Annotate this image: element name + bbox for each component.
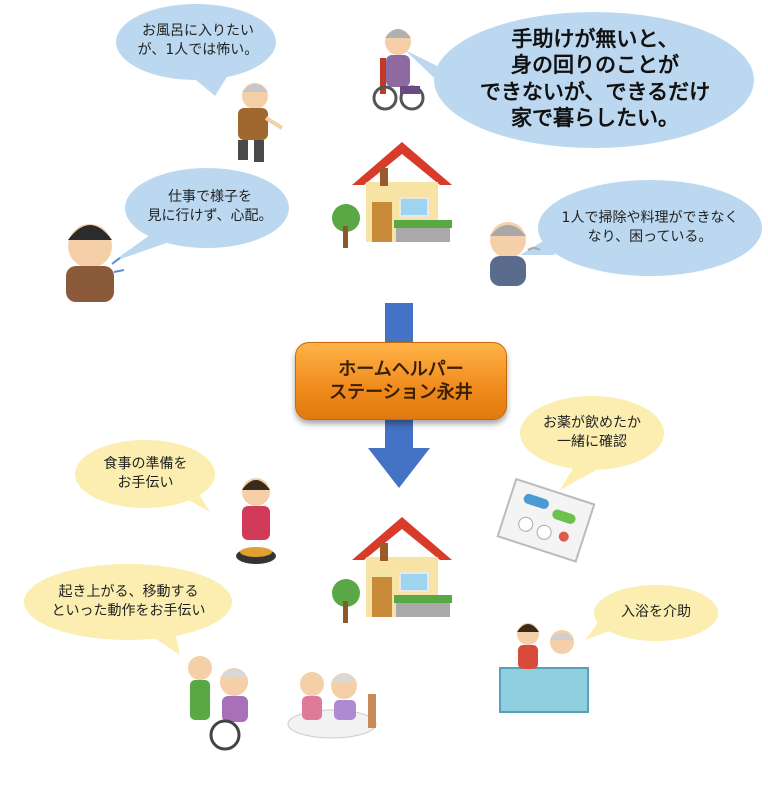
bubble-bathing [585,585,718,641]
bubble-main-wish [405,12,754,148]
helper-wheelchair-icon [188,656,248,751]
bubble-meal [75,440,215,512]
bubble-movement [24,564,232,655]
medicine-packet-icon [496,477,596,563]
bath-fear-text: お風呂に入りたい が、1人では怖い。 [137,23,259,58]
arrow-down-bottom [368,418,430,488]
worried-man-icon [66,224,125,302]
movement-text: 起き上がる、移動する といった動作をお手伝い [51,584,206,619]
house-icon-bottom [332,517,452,623]
work-worry-text: 仕事で様子を 見に行けず、心配。 [147,189,273,224]
helper-bed-icon [287,672,377,739]
meal-text: 食事の準備を お手伝い [103,456,188,491]
helper-bathing-icon [499,623,589,713]
helper-station-box: ホームヘルパー ステーション永井 [295,342,507,420]
bathing-text: 入浴を介助 [621,604,691,620]
bubble-bath-fear [116,4,276,96]
bubble-work-worry [112,168,289,262]
medicine-text: お薬が飲めたか 一緒に確認 [543,415,641,450]
main-wish-text: 手助けが無いと、 身の回りのことが できないが、できるだけ 家で暮らしたい。 [479,27,711,130]
elderly-man-walking-icon [238,83,284,162]
helper-cooking-icon [236,478,276,564]
elderly-wheelchair-icon [372,29,425,111]
house-icon [332,142,452,248]
bubble-medicine [520,396,664,490]
bubble-chores [520,180,762,276]
chores-text: 1人で掃除や料理ができなく なり、困っている。 [561,210,739,245]
elderly-woman-icon [490,222,541,286]
